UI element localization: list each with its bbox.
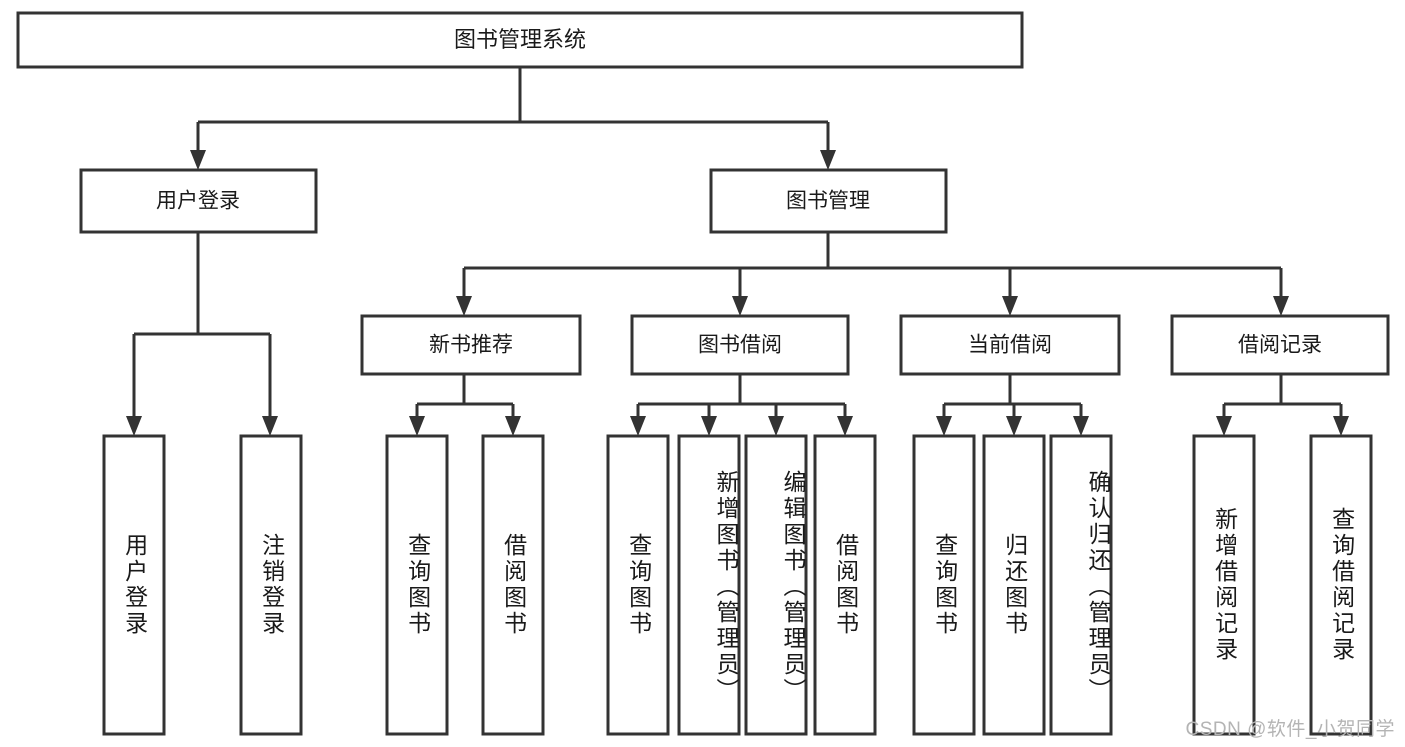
leaf-box-bb-add-book[interactable] (677, 434, 741, 736)
leaf-box-user-login[interactable] (102, 434, 166, 736)
connector-bookborrow-to-leaves (630, 374, 853, 436)
node-book-borrow[interactable]: 图书借阅 (630, 314, 850, 376)
node-user-login-label: 用户登录 (156, 190, 240, 213)
node-book-borrow-label: 图书借阅 (698, 334, 782, 357)
connector-currentborrow-to-leaves (936, 374, 1089, 436)
connector-borrowrecord-to-leaves (1216, 374, 1349, 436)
leaf-box-cb-return-book[interactable] (982, 434, 1046, 736)
leaf-box-logout[interactable] (239, 434, 303, 736)
leaf-box-nb-query-book[interactable] (385, 434, 449, 736)
node-book-borrow-box[interactable] (630, 314, 850, 376)
node-borrow-record[interactable]: 借阅记录 (1170, 314, 1390, 376)
node-current-borrow[interactable]: 当前借阅 (899, 314, 1121, 376)
node-current-borrow-label: 当前借阅 (968, 334, 1052, 357)
connector-root-to-level2 (190, 67, 836, 170)
leaf-box-br-add-record[interactable] (1192, 434, 1256, 736)
node-book-management-label: 图书管理 (786, 190, 870, 213)
node-new-book-recommend-box[interactable] (360, 314, 582, 376)
connector-bookmgmt-to-level3 (456, 232, 1289, 316)
node-borrow-record-box[interactable] (1170, 314, 1390, 376)
node-root[interactable]: 图书管理系统 (16, 11, 1024, 69)
leaf-box-br-query-record[interactable] (1309, 434, 1373, 736)
leaf-box-cb-confirm-return[interactable] (1049, 434, 1113, 736)
leaf-box-nb-borrow-book[interactable] (481, 434, 545, 736)
connector-userlogin-to-leaves (126, 232, 278, 436)
node-new-book-recommend[interactable]: 新书推荐 (360, 314, 582, 376)
leaf-boxes (102, 434, 1373, 736)
leaf-box-bb-borrow-book[interactable] (813, 434, 877, 736)
leaf-box-bb-edit-book[interactable] (744, 434, 808, 736)
node-new-book-recommend-label: 新书推荐 (429, 334, 513, 357)
node-root-label: 图书管理系统 (454, 27, 586, 52)
node-current-borrow-box[interactable] (899, 314, 1121, 376)
leaf-box-bb-query-book[interactable] (606, 434, 670, 736)
node-book-management-box[interactable] (709, 168, 948, 234)
connector-newbook-to-leaves (409, 374, 521, 436)
watermark-label: CSDN @软件_小贺同学 (1185, 719, 1395, 740)
node-root-box[interactable] (16, 11, 1024, 69)
leaf-box-cb-query-book[interactable] (912, 434, 976, 736)
node-book-management[interactable]: 图书管理 (709, 168, 948, 234)
node-user-login-box[interactable] (79, 168, 318, 234)
node-user-login[interactable]: 用户登录 (79, 168, 318, 234)
node-borrow-record-label: 借阅记录 (1238, 334, 1322, 357)
